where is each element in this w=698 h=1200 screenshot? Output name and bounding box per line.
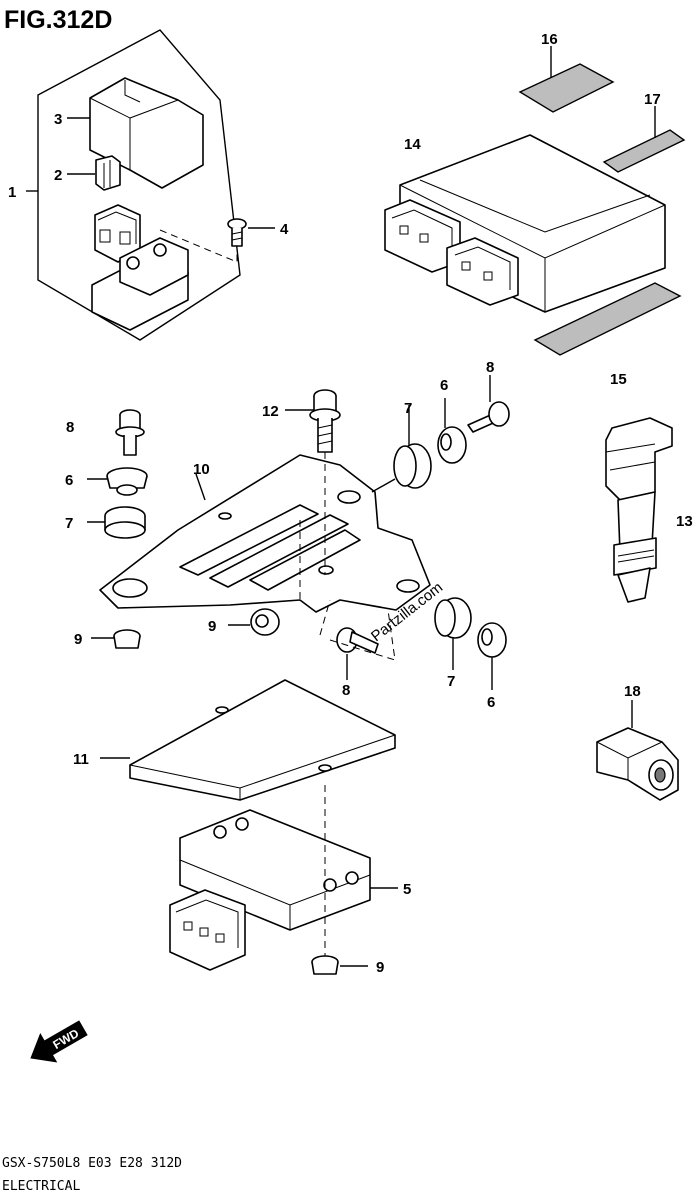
- callout-11[interactable]: 11: [73, 751, 89, 768]
- washer-part-6-lower[interactable]: [477, 622, 507, 658]
- callout-9-lower[interactable]: 9: [376, 959, 384, 976]
- ecm-pad-part-15[interactable]: [533, 282, 682, 356]
- callout-8-upper[interactable]: 8: [486, 359, 494, 376]
- callout-2[interactable]: 2: [54, 167, 62, 184]
- callout-6-left[interactable]: 6: [65, 472, 73, 489]
- washer-part-6-upper[interactable]: [437, 426, 467, 464]
- sensor-part-13[interactable]: [605, 417, 673, 603]
- section-name-label: ELECTRICAL: [2, 1179, 80, 1194]
- ecm-pad-part-17[interactable]: [602, 129, 686, 173]
- screw-part-4[interactable]: [227, 218, 247, 247]
- bolt-part-12[interactable]: [309, 389, 341, 453]
- washer-part-6-left[interactable]: [106, 467, 148, 496]
- bracket-group: [87, 375, 510, 690]
- callout-7-lower[interactable]: 7: [447, 673, 455, 690]
- bracket-part[interactable]: [99, 454, 431, 613]
- callout-17[interactable]: 17: [644, 91, 661, 108]
- grommet-part-7-upper[interactable]: [393, 443, 432, 489]
- grommet-part-7-lower[interactable]: [434, 597, 472, 639]
- nut-part-9-left[interactable]: [113, 629, 141, 649]
- grommet-part-7-left[interactable]: [104, 506, 146, 539]
- callout-7-left[interactable]: 7: [65, 515, 73, 532]
- assembly-boundary: [37, 29, 241, 341]
- nut-part-9-lower[interactable]: [311, 955, 339, 975]
- callout-14[interactable]: 14: [404, 136, 421, 153]
- callout-13[interactable]: 13: [676, 513, 693, 530]
- callout-3[interactable]: 3: [54, 111, 62, 128]
- ecm-unit-part[interactable]: [384, 134, 666, 313]
- sensor-part-18[interactable]: [596, 700, 679, 801]
- model-code-label: GSX-S750L8 E03 E28 312D: [2, 1156, 182, 1171]
- relay-body-part[interactable]: [91, 204, 189, 331]
- ecm-group: [384, 46, 686, 356]
- callout-8-middle[interactable]: 8: [342, 682, 350, 699]
- callout-1[interactable]: 1: [8, 184, 16, 201]
- callout-10[interactable]: 10: [193, 461, 210, 478]
- ecm-pad-part-16[interactable]: [518, 63, 615, 113]
- bolt-part-8-upper[interactable]: [467, 401, 510, 433]
- bolt-part-8-left[interactable]: [115, 409, 145, 456]
- callout-5[interactable]: 5: [403, 881, 411, 898]
- callout-12[interactable]: 12: [262, 403, 279, 420]
- starter-relay-group: [26, 29, 275, 341]
- callout-4[interactable]: 4: [280, 221, 289, 238]
- bolt-part-8-middle[interactable]: [336, 627, 379, 654]
- regulator-part-5[interactable]: [169, 809, 371, 971]
- fwd-direction-arrow: FWD: [30, 1020, 88, 1063]
- callout-15[interactable]: 15: [610, 371, 627, 388]
- nut-part-9-middle[interactable]: [250, 608, 280, 636]
- callout-18[interactable]: 18: [624, 683, 641, 700]
- callout-6-lower[interactable]: 6: [487, 694, 495, 711]
- figure-title: FIG.312D: [4, 6, 112, 34]
- callout-6-upper[interactable]: 6: [440, 377, 448, 394]
- callout-9-left[interactable]: 9: [74, 631, 82, 648]
- insulator-part-11[interactable]: [100, 679, 396, 801]
- callout-16[interactable]: 16: [541, 31, 558, 48]
- callout-8-left[interactable]: 8: [66, 419, 74, 436]
- callout-7-upper[interactable]: 7: [404, 400, 412, 417]
- callout-9-middle[interactable]: 9: [208, 618, 216, 635]
- fuse-part[interactable]: [95, 155, 121, 191]
